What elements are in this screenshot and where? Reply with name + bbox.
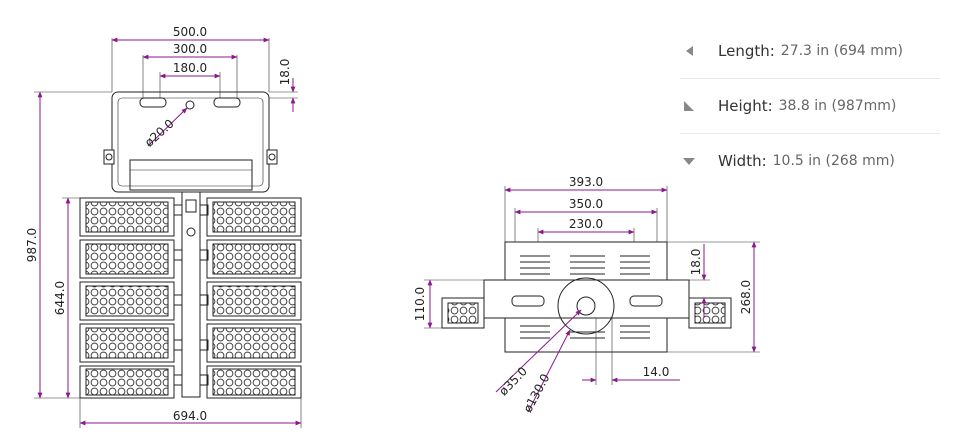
dim-694: 694.0 xyxy=(173,409,207,423)
dim-230: 230.0 xyxy=(569,217,603,231)
dim-987: 987.0 xyxy=(25,228,39,262)
dim-180: 180.0 xyxy=(173,61,207,75)
dim-18-front: 18.0 xyxy=(278,59,292,86)
right-led-modules xyxy=(206,197,302,399)
side-housing-body xyxy=(483,279,690,319)
side-view xyxy=(441,241,732,353)
side-housing-bottom xyxy=(504,317,668,353)
spec-length-label: Length: xyxy=(718,42,775,60)
spec-length-value: 27.3 in (694 mm) xyxy=(780,43,904,59)
dim-d20: ø20.0 xyxy=(142,116,177,149)
dim-500: 500.0 xyxy=(173,25,207,39)
side-view-labels: 393.0 350.0 230.0 18.0 268.0 110.0 ø35.0… xyxy=(413,175,753,415)
dim-350: 350.0 xyxy=(569,197,603,211)
spec-height-value: 38.8 in (987mm) xyxy=(778,98,897,114)
spec-width-label: Width: xyxy=(718,152,767,170)
spec-width-value: 10.5 in (268 mm) xyxy=(772,153,895,169)
mounting-bracket xyxy=(111,91,270,193)
spec-height-label: Height: xyxy=(718,97,773,115)
spec-width: Width: 10.5 in (268 mm) xyxy=(680,134,940,188)
dim-14: 14.0 xyxy=(643,365,670,379)
mount-hub-outer xyxy=(557,277,615,335)
central-spine xyxy=(181,191,201,398)
left-led-modules xyxy=(79,197,175,399)
dim-393: 393.0 xyxy=(569,175,603,189)
front-view xyxy=(79,91,302,399)
front-view-dimensions xyxy=(34,37,302,428)
dim-268: 268.0 xyxy=(739,280,753,314)
dim-d35: ø35.0 xyxy=(496,364,530,398)
dimension-specs: Length: 27.3 in (694 mm) Height: 38.8 in… xyxy=(680,24,940,188)
spec-length: Length: 27.3 in (694 mm) xyxy=(680,24,940,79)
dim-18-side: 18.0 xyxy=(689,249,703,276)
triangle-down-icon xyxy=(683,158,695,165)
side-view-dimensions xyxy=(424,186,760,413)
dim-300: 300.0 xyxy=(173,42,207,56)
dim-644: 644.0 xyxy=(53,281,67,315)
triangle-corner-icon xyxy=(684,101,694,111)
triangle-left-icon xyxy=(686,46,693,56)
mount-hub-inner xyxy=(576,296,596,316)
bracket-hole xyxy=(185,100,195,110)
spec-height: Height: 38.8 in (987mm) xyxy=(680,79,940,134)
dim-110: 110.0 xyxy=(413,287,427,321)
